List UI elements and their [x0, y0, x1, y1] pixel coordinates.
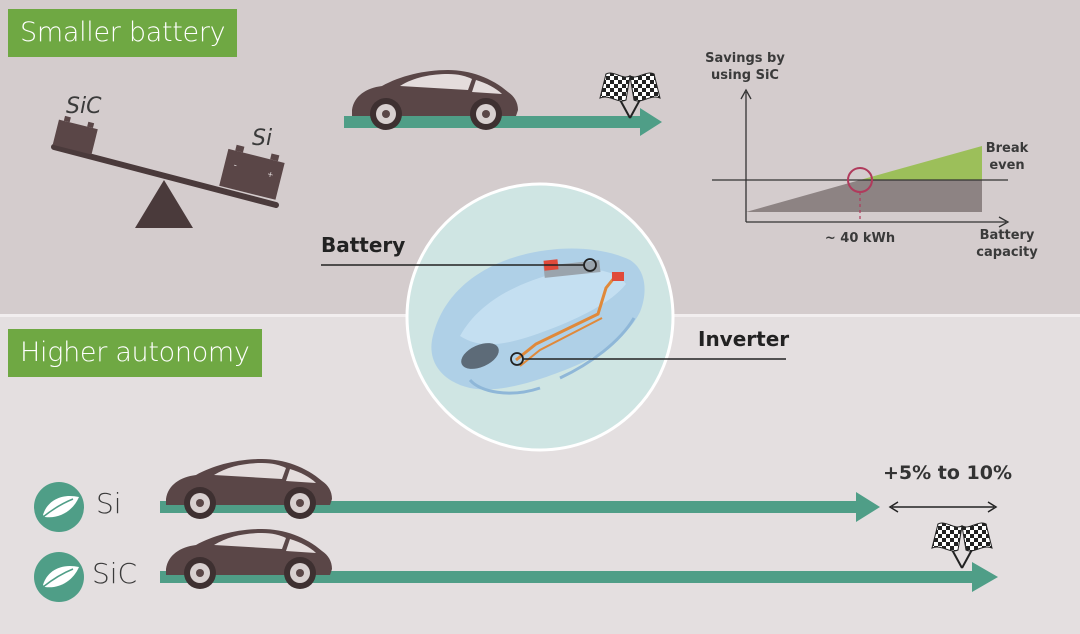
chart-marker-label: ~ 40 kWh [824, 231, 896, 246]
seesaw-si-label: Si [252, 126, 273, 151]
sic-leaf-icon [33, 551, 85, 603]
ev-cutaway-illustration [405, 182, 675, 452]
sic-battery-icon [52, 115, 98, 155]
si-battery-icon: - + [219, 144, 285, 200]
seesaw-sic-label: SiC [66, 94, 102, 119]
chart-xlabel: Battery capacity [972, 227, 1042, 261]
si-leaf-icon [33, 481, 85, 533]
sic-range-arrow [160, 529, 998, 592]
break-even-line1: Break [985, 141, 1029, 156]
bottom-finish-flags-icon [931, 522, 993, 569]
chart-break-even-label: Break even [982, 140, 1032, 174]
top-car-arrow [344, 70, 662, 136]
chart-xlabel-line1: Battery [979, 228, 1035, 243]
row-label-si: Si [96, 487, 122, 520]
row-label-sic: SiC [92, 557, 138, 590]
top-finish-flags-icon [599, 72, 661, 119]
section-label-smaller-battery: Smaller battery [8, 9, 238, 57]
section-label-higher-autonomy: Higher autonomy [8, 329, 262, 377]
range-gain-label: +5% to 10% [883, 462, 1013, 484]
svg-text:+: + [266, 169, 274, 181]
break-even-line2: even [989, 158, 1025, 173]
seesaw-illustration: - + [51, 115, 285, 228]
chart-xlabel-line2: capacity [976, 245, 1038, 260]
range-gain-double-arrow [888, 501, 998, 513]
inverter-callout: Inverter [698, 327, 790, 351]
chart-ylabel-line2: using SiC [711, 68, 779, 83]
chart-ylabel: Savings by using SiC [700, 50, 790, 84]
chart-ylabel-line1: Savings by [705, 51, 785, 66]
si-range-arrow [160, 459, 880, 522]
battery-callout: Battery [321, 233, 406, 257]
svg-text:-: - [232, 160, 238, 171]
break-even-chart [712, 88, 1010, 228]
